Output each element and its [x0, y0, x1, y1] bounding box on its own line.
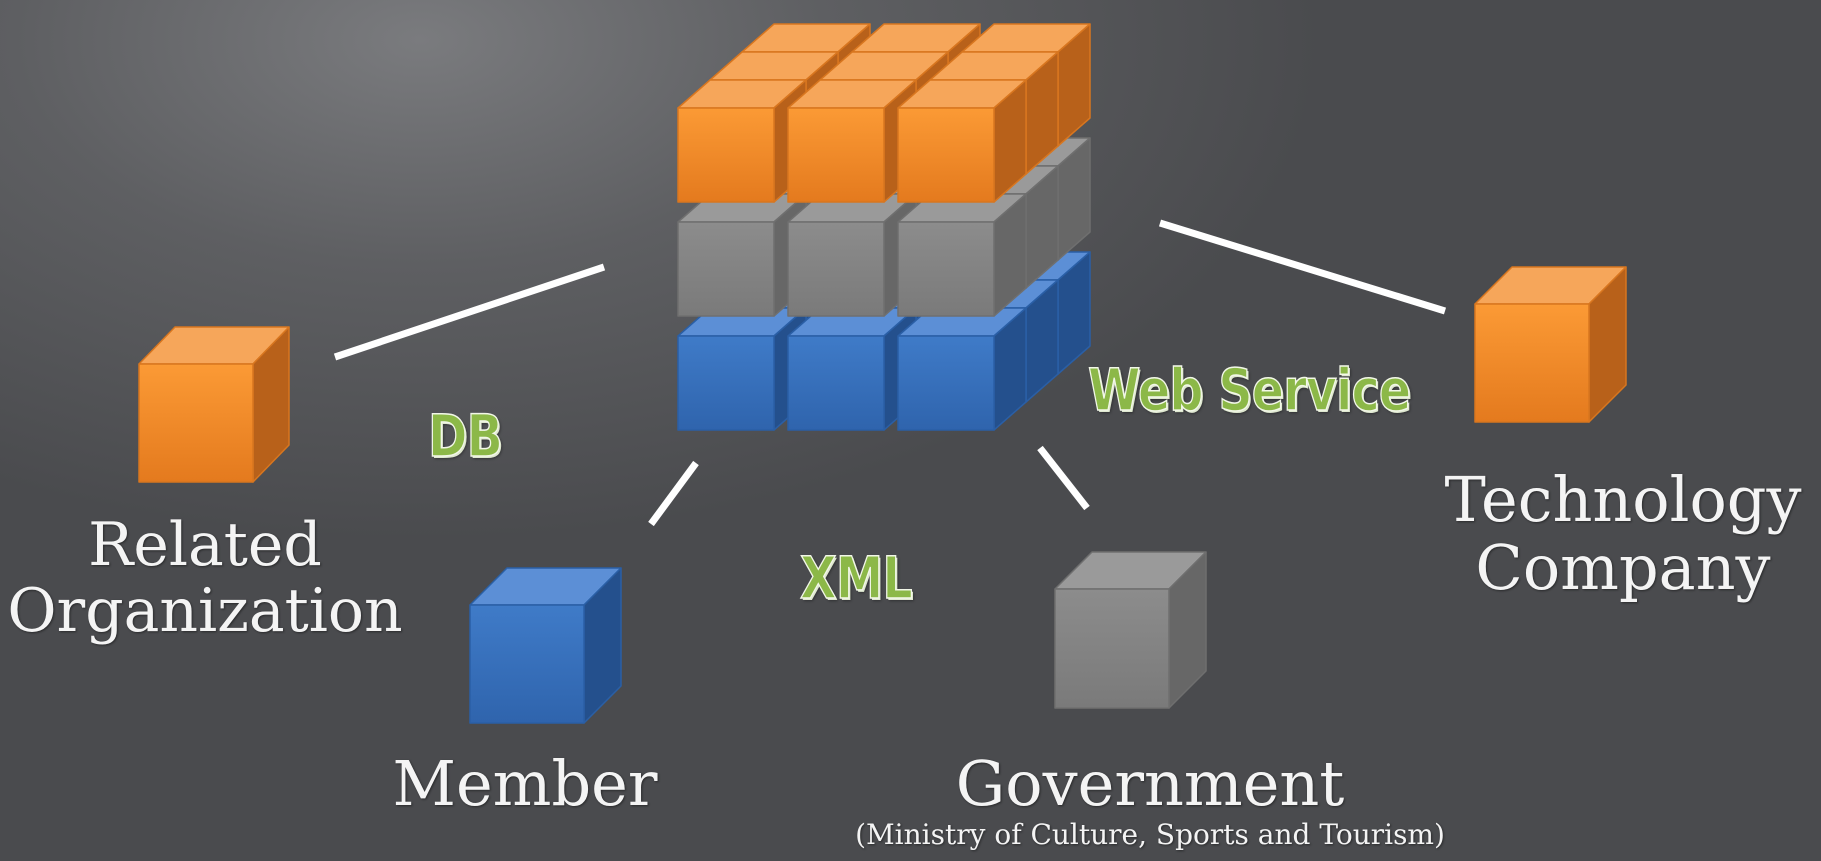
- technology-company-cube: [1474, 266, 1627, 423]
- cube-front-face: [1054, 588, 1170, 709]
- government-label-text: Government: [955, 747, 1345, 820]
- government-sublabel-text: (Ministry of Culture, Sports and Tourism…: [855, 818, 1445, 851]
- government-cube: [1054, 551, 1207, 709]
- hub-cube-blue: [897, 307, 1027, 431]
- member-cube: [469, 567, 622, 724]
- technology-company-label: Technology Company: [1425, 463, 1821, 605]
- member-label: Member: [360, 747, 690, 820]
- government-sublabel: (Ministry of Culture, Sports and Tourism…: [800, 818, 1500, 851]
- cube-front-face: [677, 221, 775, 317]
- hub-cube-gray: [897, 193, 1027, 317]
- related-organization-label: Related Organization: [0, 512, 410, 644]
- cube-front-face: [897, 335, 995, 431]
- cube-front-face: [787, 107, 885, 203]
- cube-front-face: [138, 363, 254, 483]
- technology-company-label-line-2: Company: [1475, 531, 1771, 605]
- xml-tag: XML: [799, 543, 913, 613]
- db-tag: DB: [427, 401, 503, 471]
- cube-front-face: [897, 221, 995, 317]
- connector-member: [648, 460, 699, 527]
- hub-cube-orange: [787, 79, 917, 203]
- member-label-text: Member: [392, 747, 658, 820]
- cube-front-face: [677, 107, 775, 203]
- hub-cube-orange: [677, 79, 807, 203]
- hub-cube-blue: [677, 307, 807, 431]
- web-service-tag: Web Service: [1087, 355, 1411, 425]
- government-label: Government: [800, 747, 1500, 820]
- related-organization-cube: [138, 326, 290, 483]
- related-organization-label-line-2: Organization: [7, 576, 403, 646]
- cube-front-face: [897, 107, 995, 203]
- connectors: [333, 219, 1447, 527]
- connector-government: [1037, 445, 1090, 511]
- hub-cube-orange: [897, 79, 1027, 203]
- hub-cube-gray: [787, 193, 917, 317]
- cube-front-face: [787, 335, 885, 431]
- cube-front-face: [469, 604, 585, 724]
- hub-data-cube: [677, 23, 1091, 431]
- technology-company-label-line-1: Technology: [1444, 463, 1802, 536]
- cube-front-face: [787, 221, 885, 317]
- connector-related-organization: [333, 263, 606, 361]
- hub-cube-gray: [677, 193, 807, 317]
- cube-front-face: [677, 335, 775, 431]
- node-cubes: [138, 266, 1627, 724]
- connector-technology-company: [1158, 219, 1447, 315]
- hub-cube-blue: [787, 307, 917, 431]
- related-organization-label-line-1: Related: [88, 510, 322, 580]
- cube-front-face: [1474, 303, 1590, 423]
